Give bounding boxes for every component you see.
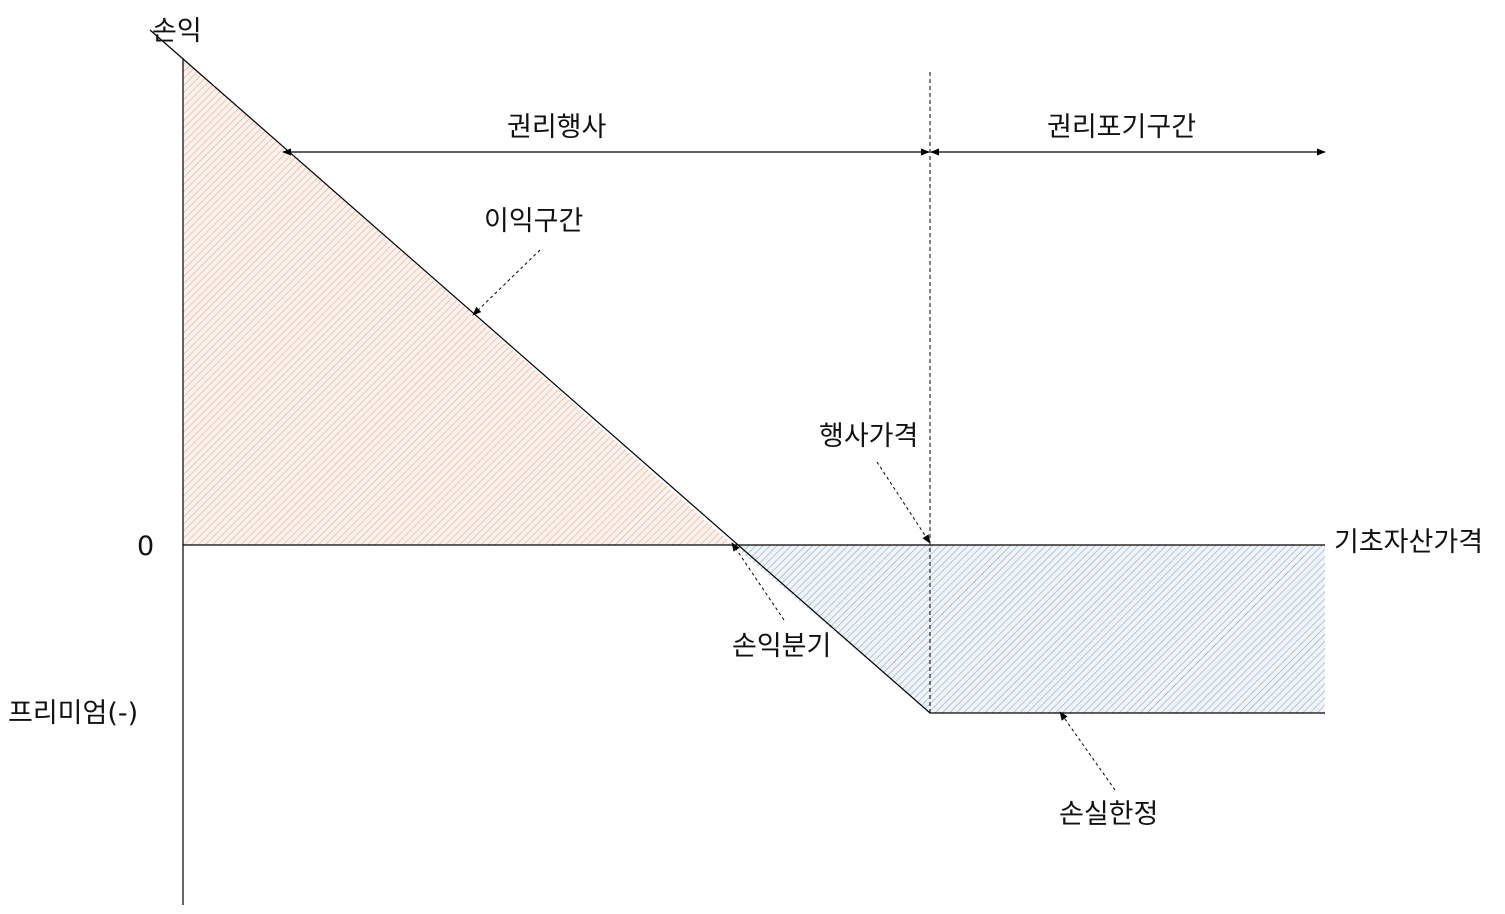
abandon-zone-label: 권리포기구간 <box>1047 112 1196 143</box>
strike-price-label: 행사가격 <box>819 421 918 452</box>
loss-limit-callout-arrow <box>1059 711 1116 791</box>
breakeven-label: 손익분기 <box>732 631 831 662</box>
y-axis-label: 손익 <box>152 16 202 47</box>
profit-zone-callout-arrow <box>472 249 541 316</box>
strike-price-callout-arrow <box>876 461 931 544</box>
profit-zone-label: 이익구간 <box>484 206 583 237</box>
loss-region <box>733 545 1325 713</box>
zero-label: 0 <box>137 531 154 562</box>
x-axis-label: 기초자산가격 <box>1334 527 1483 558</box>
exercise-zone-label: 권리행사 <box>507 112 607 143</box>
premium-label: 프리미엄(-) <box>8 698 138 729</box>
loss-limit-label: 손실한정 <box>1059 799 1158 830</box>
